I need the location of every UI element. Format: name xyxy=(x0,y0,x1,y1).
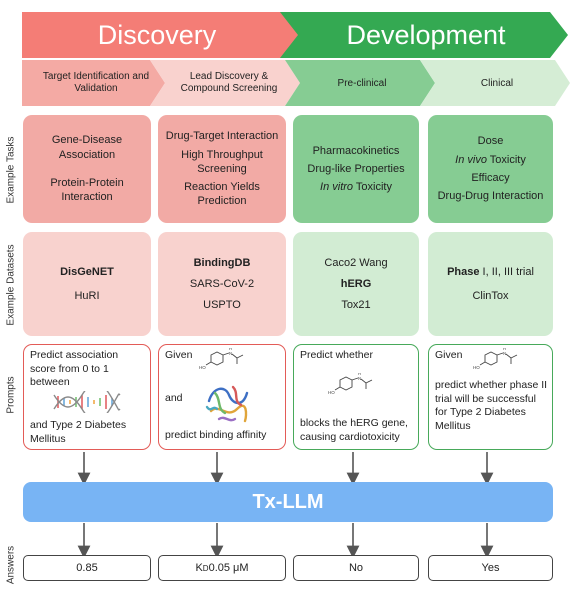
development-title: Development xyxy=(346,19,506,50)
task-high-throughput: High Throughput Screening xyxy=(181,148,263,175)
task-box-lead-discovery: Drug-Target Interaction High Throughput … xyxy=(158,115,286,223)
task-box-clinical: Dose In vivo Toxicity Efficacy Drug-Drug… xyxy=(428,115,553,223)
prompt-box-clinical-trial: Given HO N H predict whether phase II tr… xyxy=(428,344,553,450)
molecule-n-label: N xyxy=(503,351,506,356)
development-banner xyxy=(280,12,568,58)
molecule-n-label: N xyxy=(358,376,361,381)
prompt-4-bottom: predict whether phase II trial will be s… xyxy=(435,379,548,432)
discovery-banner xyxy=(22,12,300,58)
stage-3-chevron xyxy=(285,60,435,106)
task-drug-like: Drug-like Properties xyxy=(307,162,405,175)
row-label-prompts: Prompts xyxy=(5,376,17,414)
task-reaction-yields: Reaction Yields Prediction xyxy=(184,181,260,208)
dataset-herg: hERG xyxy=(340,277,372,290)
task-drug-target: Drug-Target Interaction xyxy=(165,130,279,143)
dataset-phase-trials: Phase I, II, III trial xyxy=(447,265,534,278)
dataset-box-lead-discovery: BindingDB SARS-CoV-2 USPTO xyxy=(158,232,286,336)
stage-1-label: Target Identification and Validation xyxy=(42,70,150,95)
prompt-box-binding: Given HO N H and predict binding affinit… xyxy=(158,344,286,450)
molecule-icon: HO N H xyxy=(328,373,373,395)
dataset-sars-cov-2: SARS-CoV-2 xyxy=(189,277,255,290)
molecule-h-label: H xyxy=(229,348,232,351)
flow-arrows xyxy=(77,452,494,558)
phase-banners xyxy=(22,12,570,106)
prompt-1-bottom: and Type 2 Diabetes Mellitus xyxy=(30,419,127,445)
dataset-box-target-identification: DisGeNET HuRI xyxy=(23,232,151,336)
task-drug-drug: Drug-Drug Interaction xyxy=(437,190,544,203)
molecule-ho-label: HO xyxy=(473,365,480,370)
molecule-h-label: H xyxy=(503,348,506,351)
answer-herg: No xyxy=(293,555,419,581)
prompt-box-herg: Predict whether HO N H blocks the hERG g… xyxy=(293,344,419,450)
prompt-2-mid: and xyxy=(165,392,183,404)
molecule-icon: HO N H xyxy=(199,348,244,370)
task-box-target-identification: Gene-Disease Association Protein-Protein… xyxy=(23,115,151,223)
task-in-vitro-toxicity: In vitro Toxicity xyxy=(320,181,392,194)
dataset-clintox: ClinTox xyxy=(472,290,509,302)
task-protein-protein: Protein-Protein Interaction xyxy=(50,177,124,204)
prompt-3-bottom: blocks the hERG gene, causing cardiotoxi… xyxy=(300,417,408,443)
dataset-uspto: USPTO xyxy=(203,299,241,312)
stage-4-label: Clinical xyxy=(480,77,514,89)
dataset-bindingdb: BindingDB xyxy=(193,256,251,269)
answer-clinical-trial: Yes xyxy=(428,555,553,581)
stage-2-label: Lead Discovery & Compound Screening xyxy=(180,70,278,95)
stage-2-chevron xyxy=(150,60,300,106)
answer-association: 0.85 xyxy=(23,555,151,581)
task-pharmacokinetics: Pharmacokinetics xyxy=(312,144,400,157)
dataset-tox21: Tox21 xyxy=(341,299,371,312)
task-gene-disease: Gene-Disease Association xyxy=(51,134,123,161)
prompt-2-bottom: predict binding affinity xyxy=(165,429,267,441)
prompt-4-top: Given xyxy=(435,349,463,361)
prompt-3-top: Predict whether xyxy=(300,349,373,361)
dataset-huri: HuRI xyxy=(74,290,100,302)
row-label-tasks: Example Tasks xyxy=(5,136,17,204)
molecule-icon: HO N H xyxy=(473,348,518,370)
stage-3-label: Pre-clinical xyxy=(337,77,387,89)
prompt-1-top: Predict association score from 0 to 1 be… xyxy=(30,349,119,389)
molecule-h-label: H xyxy=(358,373,361,376)
task-box-preclinical: Pharmacokinetics Drug-like Properties In… xyxy=(293,115,419,223)
prompt-2-top: Given xyxy=(165,349,193,361)
prompt-box-association: Predict association score from 0 to 1 be… xyxy=(23,344,151,450)
task-dose: Dose xyxy=(477,135,504,148)
protein-icon xyxy=(205,385,249,423)
tx-llm-model: Tx-LLM xyxy=(23,482,553,522)
dna-icon xyxy=(53,391,121,413)
dataset-box-preclinical: Caco2 Wang hERG Tox21 xyxy=(293,232,419,336)
stage-4-chevron xyxy=(420,60,570,106)
dataset-disgenet: DisGeNET xyxy=(60,265,114,278)
discovery-title: Discovery xyxy=(97,19,217,50)
dataset-box-clinical: Phase I, II, III trial ClinTox xyxy=(428,232,553,336)
molecule-ho-label: HO xyxy=(199,365,206,370)
molecule-n-label: N xyxy=(229,351,232,356)
molecule-ho-label: HO xyxy=(328,390,335,395)
stage-1-chevron xyxy=(22,60,165,106)
task-efficacy: Efficacy xyxy=(471,172,510,184)
row-label-datasets: Example Datasets xyxy=(5,244,17,326)
task-in-vivo-toxicity: In vivo Toxicity xyxy=(455,153,526,166)
dataset-caco2: Caco2 Wang xyxy=(324,256,388,269)
